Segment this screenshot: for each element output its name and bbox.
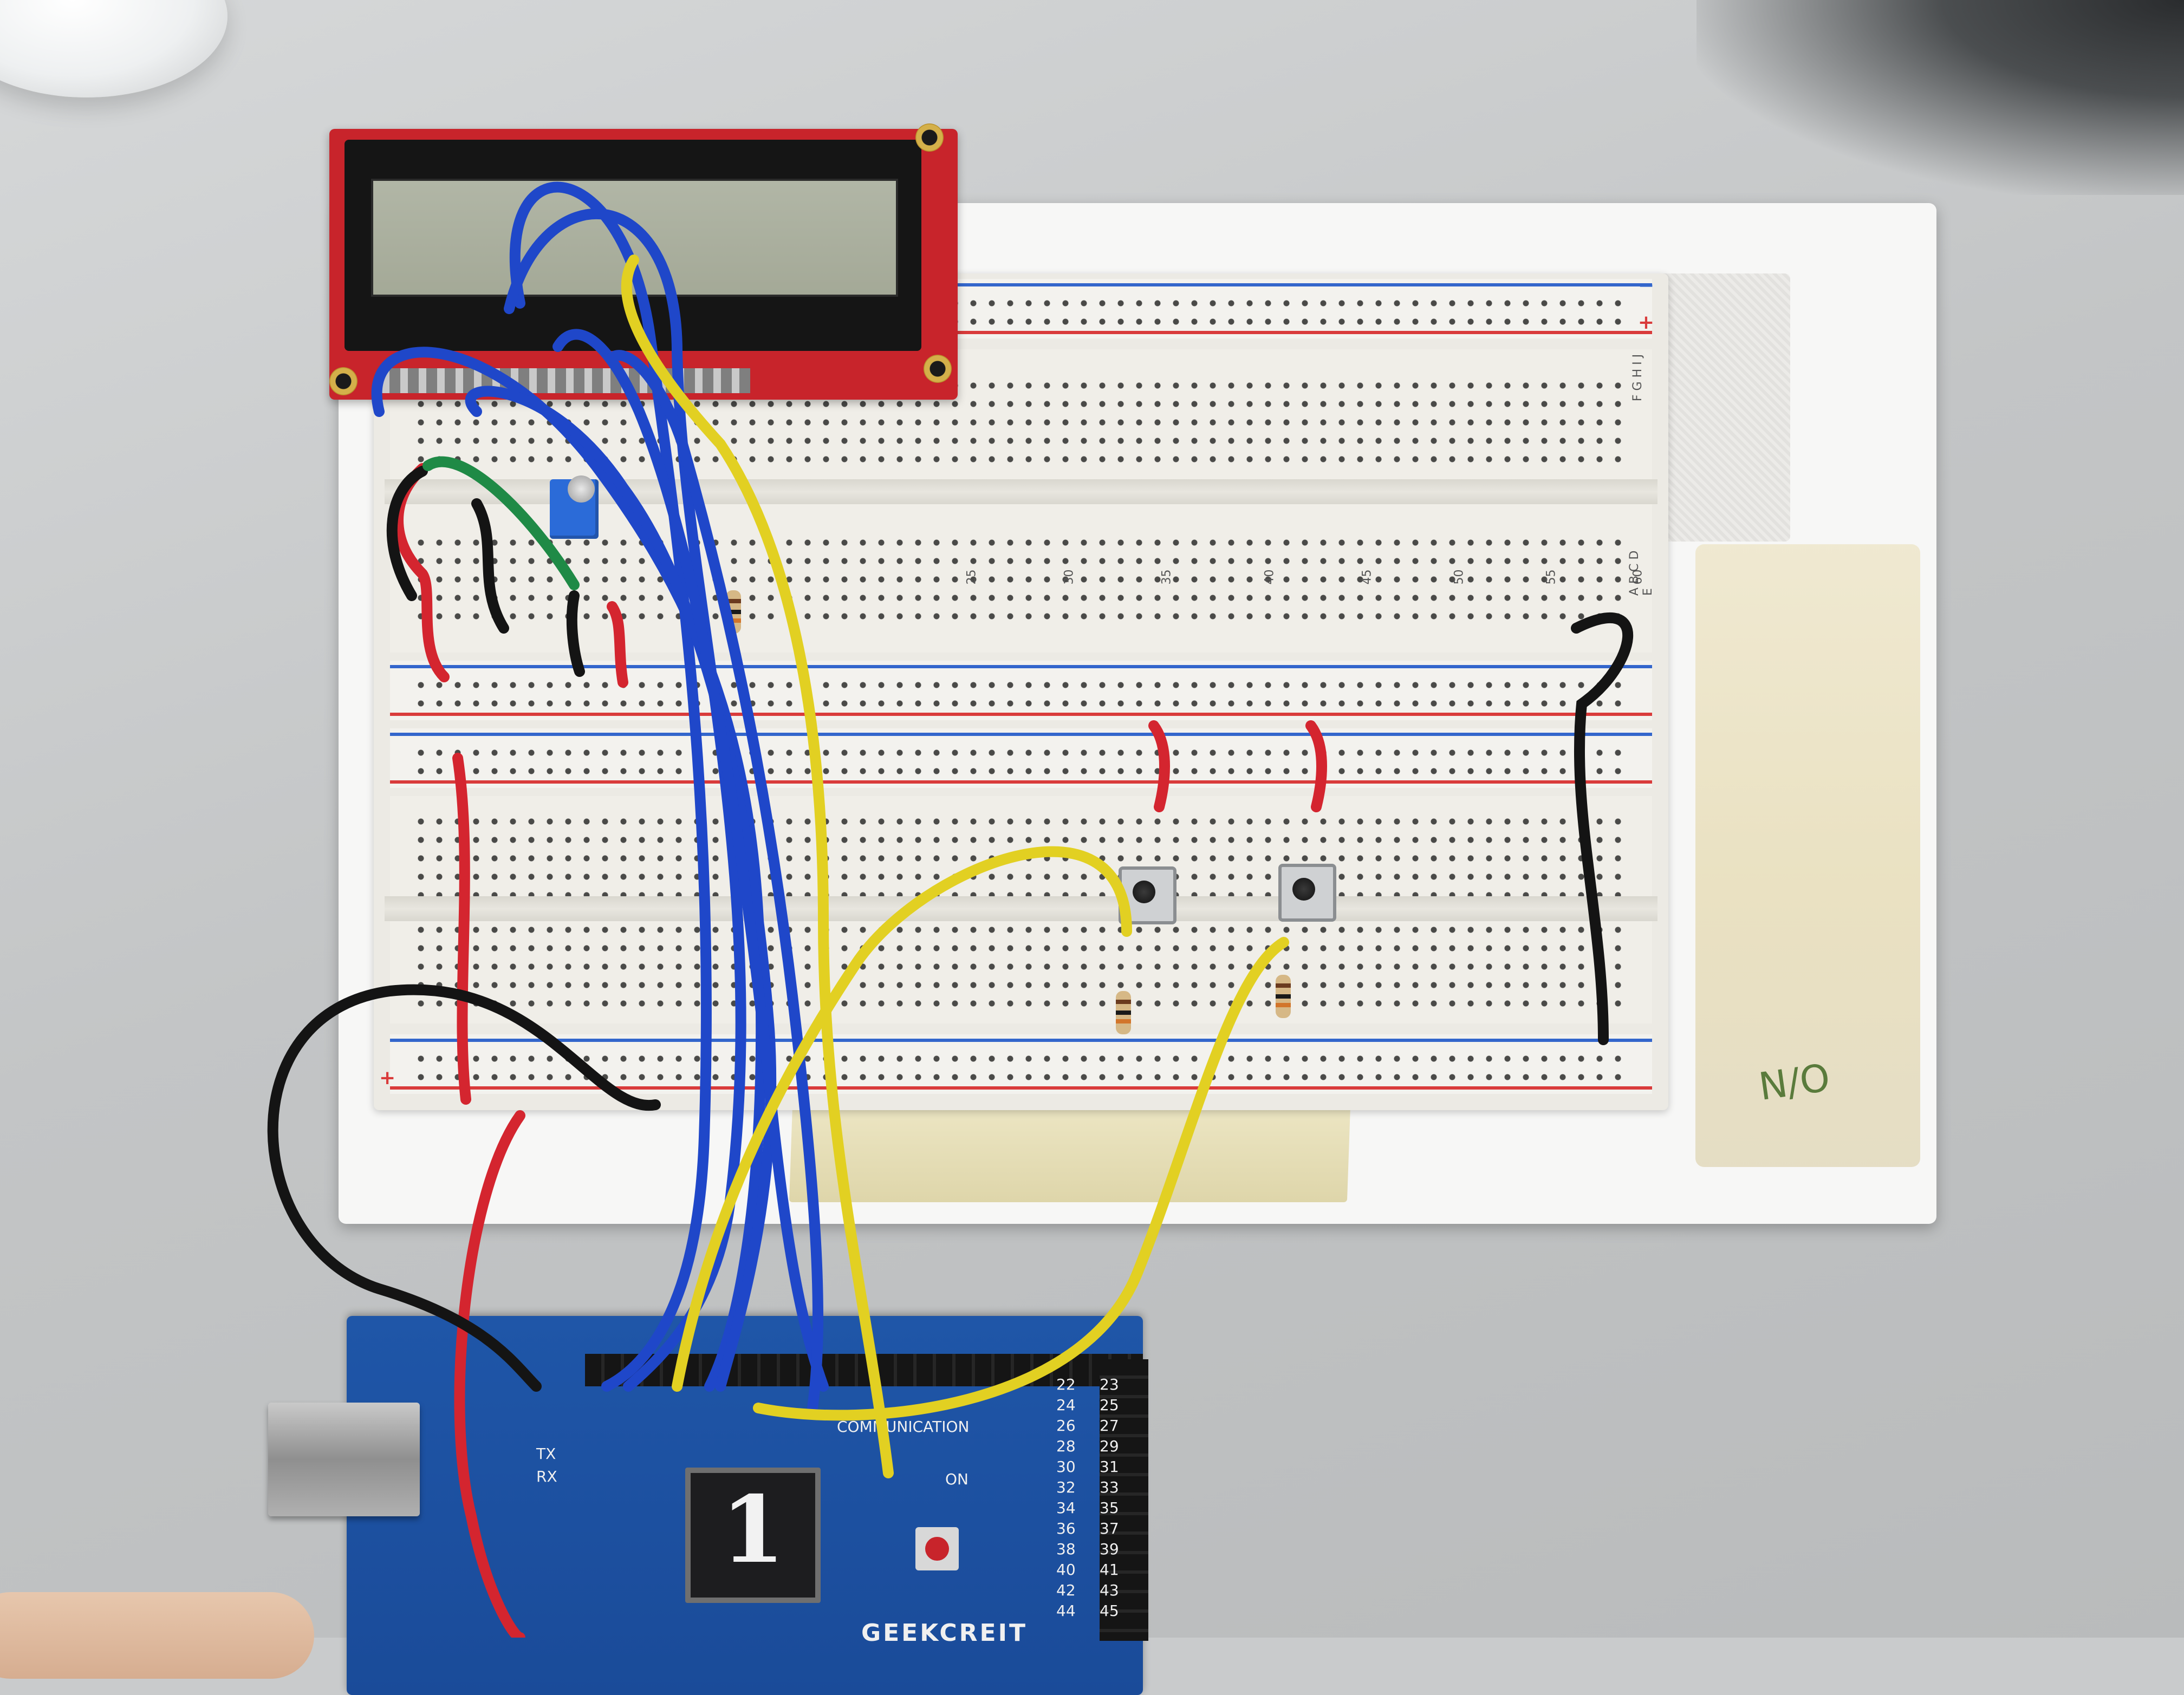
wire-blue (607, 350, 823, 1413)
rail-plus-label: + (1637, 311, 1654, 334)
silk-tx: TX (536, 1445, 556, 1463)
center-channel-bottom (385, 896, 1658, 921)
wire-blue (552, 329, 829, 1392)
wire-yellow (621, 255, 894, 1478)
pin-number: 24 (1056, 1396, 1076, 1414)
pin-number: 37 (1100, 1520, 1119, 1537)
silk-rx: RX (536, 1468, 557, 1485)
arduino-pin-header-digital (1100, 1359, 1148, 1641)
wire-black (267, 984, 661, 1392)
wire-black (1571, 612, 1634, 1045)
wire-red (454, 1110, 525, 1638)
pin-number: 44 (1056, 1602, 1076, 1620)
resistor (1116, 991, 1131, 1034)
pin-number-column: 22 23 24 25 26 27 28 29 30 31 32 33 34 35 36 37 38 39 40 41… (1056, 1375, 1143, 1635)
pin-number: 26 (1056, 1417, 1076, 1435)
pin-number: 29 (1100, 1437, 1119, 1455)
pin-number: 22 (1056, 1375, 1076, 1393)
wire-green (422, 456, 580, 590)
wire-layer (267, 181, 1634, 1638)
velcro-pad-top (1649, 273, 1790, 542)
button-cap (1292, 878, 1315, 901)
button-cap (1133, 881, 1155, 903)
silk-communication: COMMUNICATION (837, 1418, 970, 1436)
pin-number: 45 (1100, 1602, 1119, 1620)
pin-number: 23 (1100, 1375, 1119, 1393)
power-rail-middle-a (390, 661, 1652, 720)
pin-number: 40 (1056, 1561, 1076, 1579)
desk-shadow (1696, 0, 2184, 195)
lcd-mount-hole (924, 355, 952, 383)
pin-number: 30 (1056, 1458, 1076, 1476)
lcd-screen (371, 179, 898, 297)
push-button-right[interactable] (1278, 864, 1336, 922)
rail-plus-label-bottom: + (379, 1067, 396, 1089)
lcd-mount-hole (915, 123, 944, 152)
resistor (1276, 975, 1291, 1018)
chip-label: 1 (720, 1476, 785, 1584)
wire-yellow (753, 937, 1289, 1421)
pin-number: 25 (1100, 1396, 1119, 1414)
lcd-pin-header (382, 368, 750, 393)
silk-on: ON (945, 1470, 968, 1488)
pin-number: 42 (1056, 1581, 1076, 1599)
pin-number: 28 (1056, 1437, 1076, 1455)
pin-number: 27 (1100, 1417, 1119, 1435)
microcontroller-chip (685, 1468, 821, 1603)
pin-number: 34 (1056, 1499, 1076, 1517)
pin-number: 31 (1100, 1458, 1119, 1476)
potentiometer-knob[interactable] (568, 475, 595, 503)
wire-yellow (672, 846, 1132, 1392)
lcd-mount-hole (329, 367, 358, 395)
breadboard: − + + 25 30 35 40 45 50 55 60 F G H I J … (374, 273, 1668, 1110)
power-rail-middle-b (390, 728, 1652, 788)
pin-number: 32 (1056, 1478, 1076, 1496)
wire-black (471, 498, 509, 634)
wire-red (1148, 720, 1170, 812)
wire-black (386, 466, 428, 601)
wire-red (1305, 720, 1327, 812)
usb-b-port[interactable] (268, 1403, 420, 1516)
pin-number: 36 (1056, 1520, 1076, 1537)
wire-black (566, 590, 585, 677)
velcro-pad-bottom (1695, 544, 1920, 1167)
pin-number: 43 (1100, 1581, 1119, 1599)
pin-number: 41 (1100, 1561, 1119, 1579)
wire-red (607, 601, 628, 688)
pin-number: 38 (1056, 1540, 1076, 1558)
rail-minus-label: − (1637, 275, 1654, 297)
reset-button[interactable] (915, 1527, 959, 1570)
power-rail-bottom: + (379, 1034, 1652, 1094)
wire-blue (509, 181, 712, 1392)
terminal-strip-top (390, 349, 1652, 653)
pin-number: 33 (1100, 1478, 1119, 1496)
wire-red (452, 753, 471, 1105)
pin-number: 35 (1100, 1499, 1119, 1517)
pin-number: 39 (1100, 1540, 1119, 1558)
